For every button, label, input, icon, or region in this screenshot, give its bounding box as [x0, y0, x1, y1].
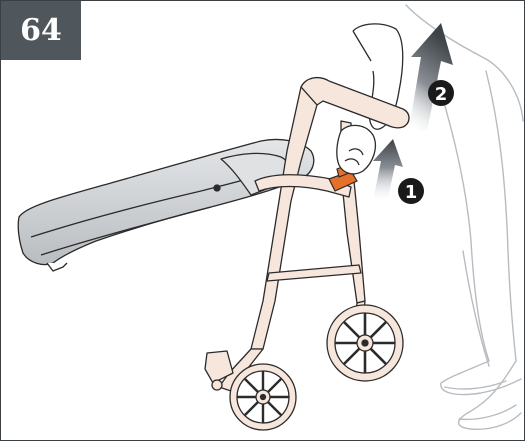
callout-2-label: 2	[435, 84, 448, 105]
lower-hand	[337, 125, 376, 173]
callout-2: 2	[428, 80, 454, 106]
callout-1: 1	[398, 178, 424, 204]
rear-wheel	[230, 364, 296, 430]
front-wheel	[327, 305, 403, 381]
callout-1-label: 1	[405, 182, 418, 203]
step-number-badge: 64	[1, 1, 81, 60]
step-number: 64	[20, 13, 62, 48]
arrow-up-2	[409, 23, 453, 131]
folded-seat	[18, 139, 314, 271]
